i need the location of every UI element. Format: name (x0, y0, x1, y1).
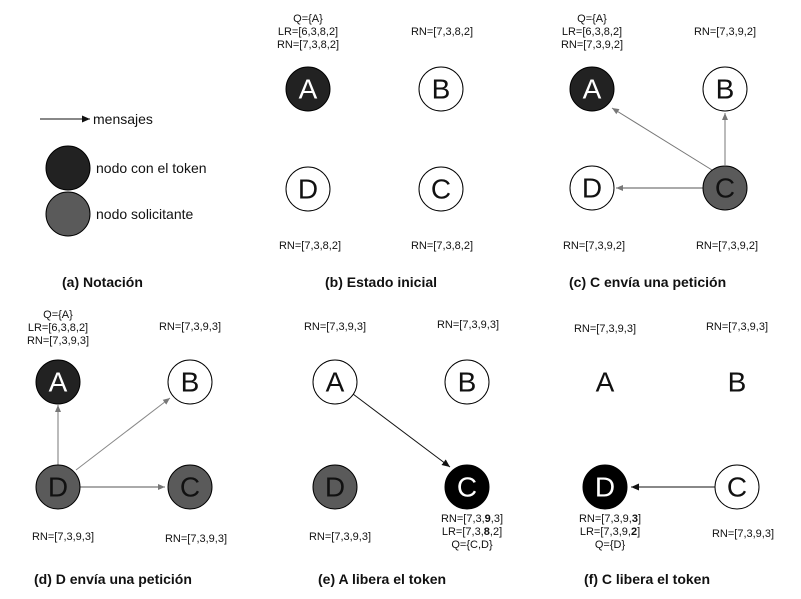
panel-c: Q={A} LR=[6,3,8,2] RN=[7,3,9,2] RN=[7,3,… (561, 13, 758, 290)
panel-e-b-rn: RN=[7,3,9,3] (437, 319, 499, 331)
panel-e: RN=[7,3,9,3] RN=[7,3,9,3] A B D C RN=[7,… (304, 319, 503, 587)
panel-f-node-d-label: D (595, 472, 615, 503)
panel-f-d-rn: RN=[7,3,9,3] (579, 513, 641, 525)
panel-d-node-a (35, 359, 81, 405)
panel-e-node-c (444, 464, 490, 510)
panel-d-node-a-label: A (49, 367, 68, 398)
panel-b-node-d (285, 166, 331, 212)
panel-f-node-b-label: B (728, 367, 747, 398)
panel-f-c-rn: RN=[7,3,9,3] (712, 528, 774, 540)
panel-b-node-a-label: A (299, 74, 318, 105)
panel-d-a-q: Q={A} (43, 309, 73, 321)
panel-e-c-q: Q={C,D} (451, 539, 493, 551)
panel-b-a-q: Q={A} (293, 13, 323, 25)
panel-c-arrow-c-to-a (611, 107, 713, 171)
legend-token-label: nodo con el token (96, 160, 207, 176)
panel-e-c-rn: RN=[7,3,9,3] (441, 513, 503, 525)
panel-c-node-c-label: C (715, 173, 735, 204)
panel-d-node-c-label: C (180, 472, 200, 503)
panel-c-d-rn: RN=[7,3,9,2] (563, 240, 625, 252)
panel-c-node-b-label: B (716, 74, 735, 105)
panel-f-node-c-label: C (727, 472, 747, 503)
panel-e-node-b (444, 359, 490, 405)
panel-b-caption: (b) Estado inicial (325, 274, 437, 290)
panel-b: Q={A} LR=[6,3,8,2] RN=[7,3,8,2] RN=[7,3,… (277, 13, 473, 290)
panel-c-node-a (569, 66, 615, 112)
panel-e-caption: (e) A libera el token (318, 571, 446, 587)
panel-c-a-rn: RN=[7,3,9,2] (561, 39, 623, 51)
panel-d-a-rn: RN=[7,3,9,3] (27, 335, 89, 347)
panel-e-a-rn: RN=[7,3,9,3] (304, 321, 366, 333)
panel-c-a-lr: LR=[6,3,8,2] (562, 26, 622, 38)
panel-b-node-b (418, 66, 464, 112)
panel-c-a-q: Q={A} (577, 13, 607, 25)
panel-c-caption: (c) C envía una petición (569, 274, 726, 290)
legend-messages-label: mensajes (93, 111, 153, 127)
panel-c-node-d (569, 165, 615, 211)
panel-f-node-a-label: A (596, 367, 615, 398)
panel-d-node-b (167, 359, 213, 405)
panel-f-node-c (714, 464, 760, 510)
panel-f-node-d (582, 464, 628, 510)
panel-c-node-d-label: D (582, 173, 602, 204)
panel-f-a-rn: RN=[7,3,9,3] (574, 323, 636, 335)
panel-d-arrow-d-to-b (75, 397, 171, 471)
panel-c-node-b (702, 66, 748, 112)
panel-d-node-d (35, 464, 81, 510)
panel-f-d-q: Q={D} (595, 539, 626, 551)
panel-b-node-b-label: B (432, 74, 451, 105)
panel-d-d-rn: RN=[7,3,9,3] (32, 531, 94, 543)
panel-b-node-c (418, 166, 464, 212)
panel-d-a-lr: LR=[6,3,8,2] (28, 322, 88, 334)
panel-f-b-rn: RN=[7,3,9,3] (706, 321, 768, 333)
panel-e-node-b-label: B (458, 367, 477, 398)
panel-f-caption: (f) C libera el token (584, 571, 710, 587)
panel-c-node-c (702, 165, 748, 211)
panel-e-node-a-label: A (326, 367, 345, 398)
panel-d-node-b-label: B (181, 367, 200, 398)
panel-d-c-rn: RN=[7,3,9,3] (165, 533, 227, 545)
panel-e-c-lr: LR=[7,3,8,2] (442, 526, 502, 538)
panel-d-node-c (167, 464, 213, 510)
panel-a-legend: mensajes nodo con el token nodo solicita… (40, 111, 207, 290)
requesting-node-swatch (45, 191, 91, 237)
panel-d: Q={A} LR=[6,3,8,2] RN=[7,3,9,3] RN=[7,3,… (27, 309, 227, 587)
panel-e-node-d-label: D (325, 472, 345, 503)
panel-e-arrow-a-to-c (352, 393, 451, 468)
panel-d-caption: (d) D envía una petición (34, 571, 192, 587)
panel-c-c-rn: RN=[7,3,9,2] (696, 240, 758, 252)
panel-b-b-rn: RN=[7,3,8,2] (411, 26, 473, 38)
token-node-swatch (45, 145, 91, 191)
panel-b-a-rn: RN=[7,3,8,2] (277, 39, 339, 51)
panel-b-node-d-label: D (298, 174, 318, 205)
panel-b-d-rn: RN=[7,3,8,2] (279, 240, 341, 252)
panel-c-b-rn: RN=[7,3,9,2] (694, 26, 756, 38)
panel-f-node-a (582, 359, 628, 405)
panel-b-a-lr: LR=[6,3,8,2] (278, 26, 338, 38)
panel-b-c-rn: RN=[7,3,8,2] (411, 240, 473, 252)
panel-e-d-rn: RN=[7,3,9,3] (309, 531, 371, 543)
panel-d-b-rn: RN=[7,3,9,3] (159, 321, 221, 333)
legend-requesting-label: nodo solicitante (96, 206, 194, 222)
panel-e-node-d (312, 464, 358, 510)
panel-b-node-a (285, 66, 331, 112)
panel-a-caption: (a) Notación (62, 274, 143, 290)
panel-e-node-c-label: C (457, 472, 477, 503)
panel-f-node-b (714, 359, 760, 405)
panel-e-node-a (312, 359, 358, 405)
panel-f: RN=[7,3,9,3] RN=[7,3,9,3] A B D C RN=[7,… (574, 321, 774, 587)
panel-f-d-lr: LR=[7,3,9,2] (580, 526, 640, 538)
panel-c-node-a-label: A (583, 74, 602, 105)
panel-b-node-c-label: C (431, 174, 451, 205)
panel-d-node-d-label: D (48, 472, 68, 503)
